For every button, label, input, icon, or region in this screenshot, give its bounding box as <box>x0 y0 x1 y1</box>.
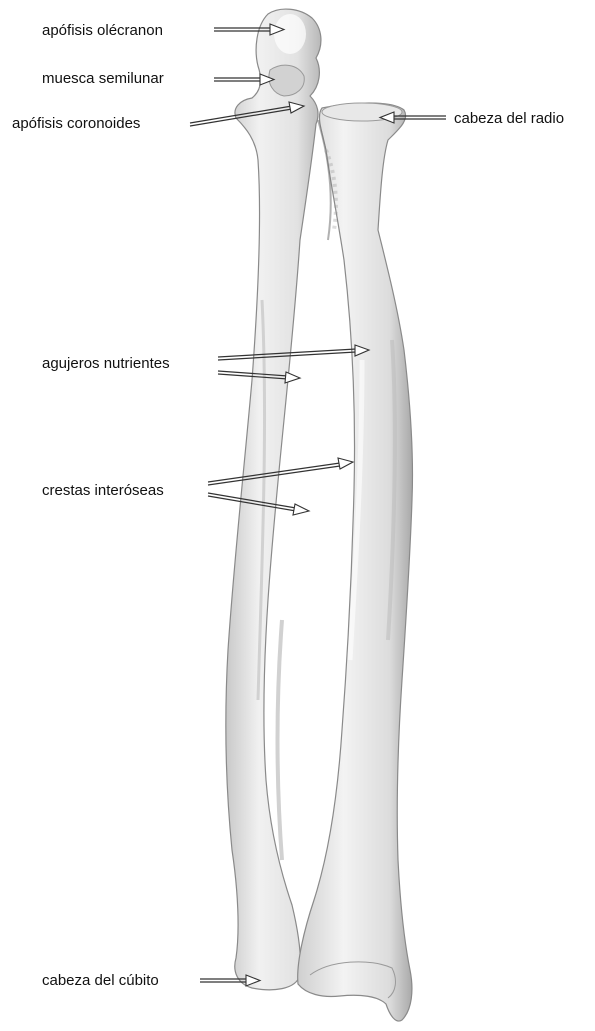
arrow-cresta-radio <box>208 458 353 485</box>
arrow-radio-head <box>380 112 446 123</box>
arrow-olecranon <box>214 24 284 35</box>
label-semilunar: muesca semilunar <box>42 70 164 87</box>
label-olecranon: apófisis olécranon <box>42 22 163 39</box>
label-nutrientes: agujeros nutrientes <box>42 355 170 372</box>
radius-bone <box>298 103 413 1021</box>
label-radio-head: cabeza del radio <box>454 110 564 127</box>
arrow-cubito-head <box>200 975 260 986</box>
label-coronoides: apófisis coronoides <box>12 115 140 132</box>
label-crestas: crestas interóseas <box>42 482 164 499</box>
arrow-semilunar <box>214 74 274 85</box>
label-cubito-head: cabeza del cúbito <box>42 972 159 989</box>
ulna-bone <box>226 9 321 990</box>
arrow-nutriente-radio <box>218 345 369 360</box>
